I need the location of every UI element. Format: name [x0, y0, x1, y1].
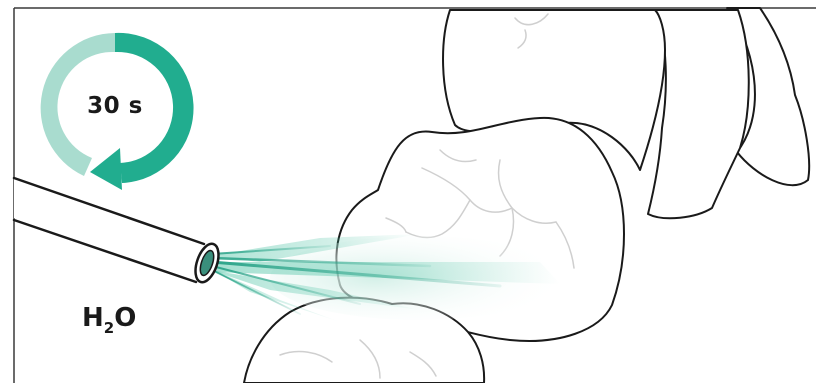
water-label: H2O [82, 303, 136, 333]
rotation-arrow-icon [90, 148, 122, 190]
timer-duration-label: 30 s [70, 93, 160, 119]
water-label-h: H [82, 303, 104, 333]
water-syringe-tip-icon [14, 178, 223, 285]
water-label-subscript: 2 [104, 319, 114, 337]
water-label-o: O [114, 303, 136, 333]
